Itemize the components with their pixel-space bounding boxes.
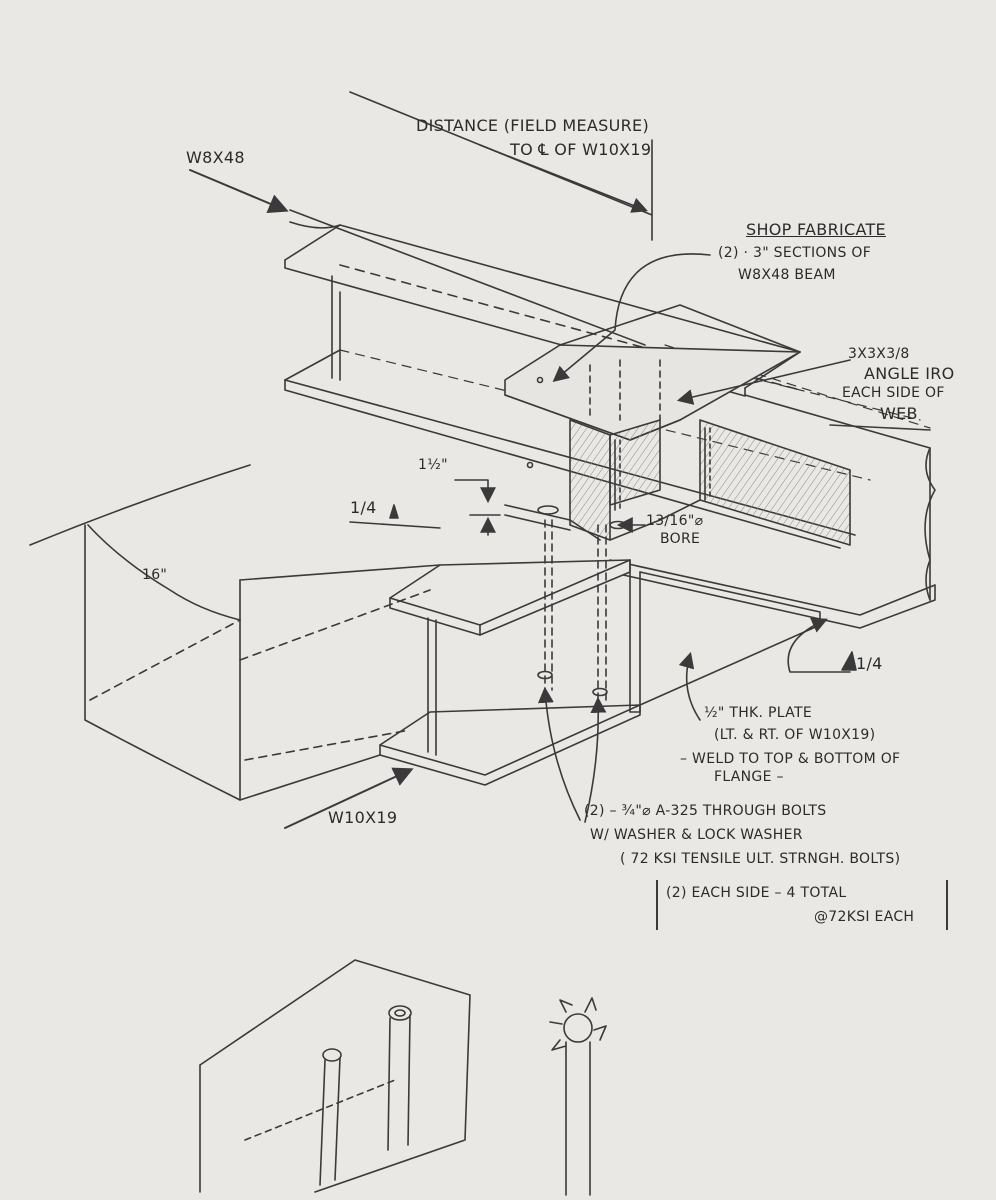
- plate-note-line4: FLANGE –: [714, 769, 784, 785]
- plate-note-line3: – WELD TO TOP & BOTTOM OF: [680, 751, 901, 767]
- shop-fabricate-line1: (2) · 3" SECTIONS OF: [718, 245, 872, 261]
- lock-washer-sketch: [549, 997, 607, 1196]
- shop-fabricate-line2: W8X48 BEAM: [738, 267, 836, 283]
- distance-note-line1: DISTANCE (FIELD MEASURE): [416, 116, 649, 135]
- weld-symbol-left: 1/4: [350, 498, 377, 517]
- shop-fabricated-section: [504, 304, 851, 546]
- beam-top-label: W8X48: [186, 148, 245, 167]
- bore-label-line2: BORE: [660, 531, 701, 547]
- dimension-half-inch: 1½": [418, 457, 448, 473]
- shop-fabricate-title: SHOP FABRICATE: [746, 220, 886, 239]
- beam-bottom-label: W10X19: [328, 808, 398, 827]
- bolts-note-line2: W/ WASHER & LOCK WASHER: [590, 827, 803, 843]
- angle-iron-line2: ANGLE IRO: [864, 364, 955, 383]
- bore-label-line1: 13/16"⌀: [646, 513, 704, 529]
- distance-note-line2: TO ℄ OF W10X19: [510, 140, 652, 159]
- angle-iron-line3: EACH SIDE OF: [842, 385, 945, 401]
- each-side-line2: @72KSI EACH: [814, 909, 915, 925]
- bolts-note-line3: ( 72 KSI TENSILE ULT. STRNGH. BOLTS): [620, 851, 901, 867]
- angle-iron-line4: WEB: [880, 404, 918, 423]
- each-side-line1: (2) EACH SIDE – 4 TOTAL: [666, 885, 847, 901]
- angle-iron-line1: 3X3X3/8: [848, 346, 910, 362]
- plate-note-line2: (LT. & RT. OF W10X19): [714, 727, 876, 743]
- weld-symbol-right: 1/4: [856, 654, 883, 673]
- bolts-note-line1: (2) – ¾"⌀ A-325 THROUGH BOLTS: [584, 803, 827, 819]
- plate-note-line1: ½" THK. PLATE: [704, 705, 812, 721]
- dimension-16-inch: 16": [142, 567, 168, 583]
- dimension-and-leader-lines: [189, 91, 857, 829]
- total-bolts-bracket: [656, 880, 948, 930]
- bolt-post-sketch: [199, 959, 471, 1193]
